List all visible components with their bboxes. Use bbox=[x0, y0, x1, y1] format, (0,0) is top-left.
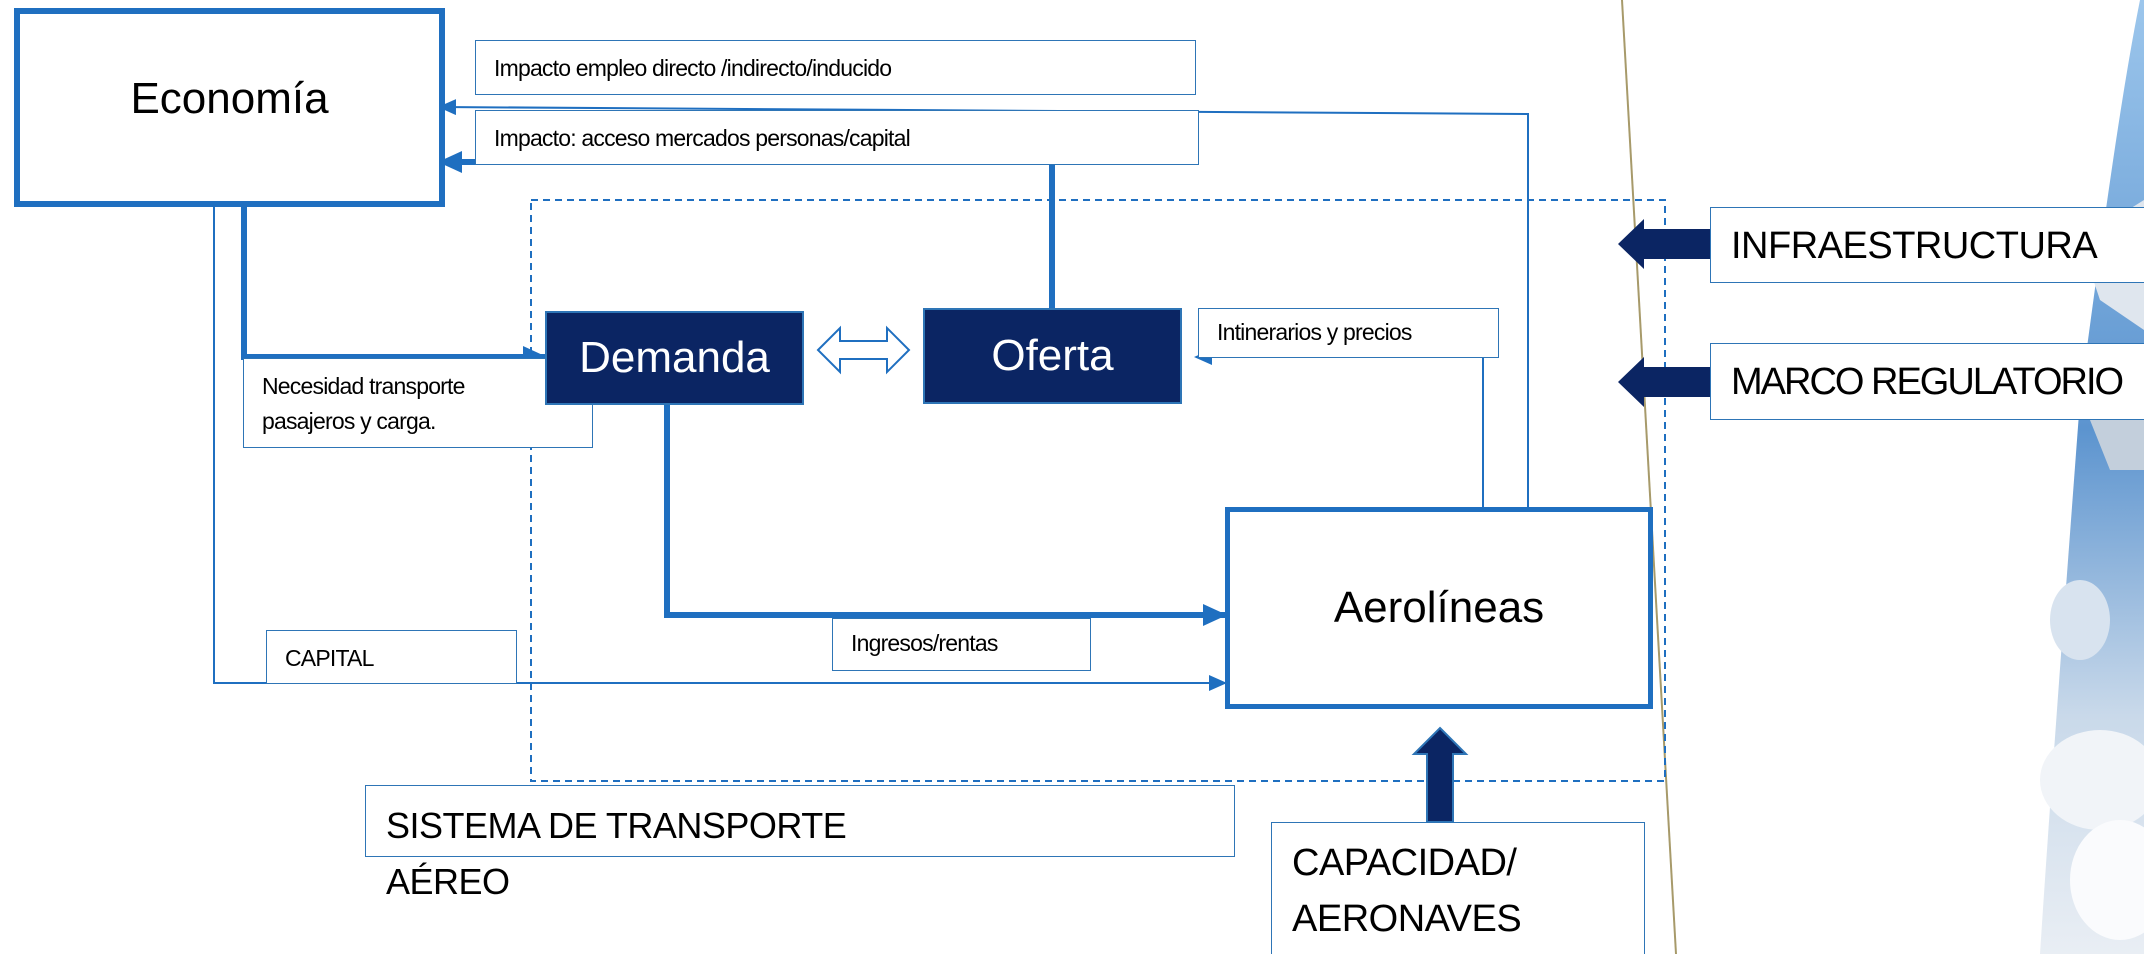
impacto-acceso-label: Impacto: acceso mercados personas/capita… bbox=[475, 110, 1199, 165]
economia-node: Economía bbox=[14, 8, 445, 207]
ingresos-text: Ingresos/rentas bbox=[851, 630, 998, 656]
sistema-label: SISTEMA DE TRANSPORTE AÉREO bbox=[365, 785, 1235, 902]
oferta-node: Oferta bbox=[923, 308, 1182, 404]
sistema-line1: SISTEMA DE TRANSPORTE bbox=[386, 805, 847, 846]
capacidad-line2: AERONAVES bbox=[1292, 898, 1522, 940]
capacidad-line1: CAPACIDAD/ bbox=[1292, 842, 1517, 884]
sistema-line2: AÉREO bbox=[386, 861, 510, 902]
demanda-title: Demanda bbox=[579, 333, 770, 382]
system-boundary bbox=[530, 199, 1666, 782]
capital-text: CAPITAL bbox=[285, 645, 374, 671]
arrow-necesidad bbox=[241, 205, 547, 368]
marco-box: MARCO REGULATORIO bbox=[1710, 343, 2144, 420]
intinerarios-text: Intinerarios y precios bbox=[1217, 319, 1412, 345]
capacidad-box: CAPACIDAD/ AERONAVES bbox=[1271, 822, 1645, 954]
demanda-node: Demanda bbox=[545, 311, 804, 405]
infraestructura-box: INFRAESTRUCTURA bbox=[1710, 207, 2144, 283]
impacto-empleo-label: Impacto empleo directo /indirecto/induci… bbox=[475, 40, 1196, 95]
impacto-empleo-text: Impacto empleo directo /indirecto/induci… bbox=[494, 55, 892, 81]
impacto-acceso-text: Impacto: acceso mercados personas/capita… bbox=[494, 125, 911, 151]
infraestructura-arrow-icon bbox=[1618, 219, 1712, 269]
aircraft-clouds-image bbox=[2040, 0, 2144, 954]
double-arrow-icon bbox=[816, 325, 911, 375]
arrow-ingresos bbox=[664, 405, 1227, 626]
oferta-title: Oferta bbox=[991, 331, 1114, 380]
aerolineas-node: Aerolíneas bbox=[1225, 507, 1653, 709]
arrow-empleo bbox=[438, 99, 1529, 510]
economia-title: Economía bbox=[130, 73, 329, 123]
arrow-capital bbox=[213, 205, 1227, 691]
divider-line bbox=[1621, 0, 1677, 954]
capacidad-arrow-icon bbox=[1411, 726, 1469, 823]
ingresos-label: Ingresos/rentas bbox=[832, 618, 1091, 671]
infraestructura-text: INFRAESTRUCTURA bbox=[1731, 225, 2098, 267]
necesidad-line2: pasajeros y carga. bbox=[262, 408, 436, 434]
arrow-intinerarios bbox=[1194, 349, 1484, 515]
marco-text: MARCO REGULATORIO bbox=[1731, 361, 2124, 403]
capital-label: CAPITAL bbox=[266, 630, 517, 684]
intinerarios-label: Intinerarios y precios bbox=[1198, 308, 1499, 358]
necesidad-label: Necesidad transporte pasajeros y carga. bbox=[243, 358, 593, 448]
marco-arrow-icon bbox=[1618, 357, 1712, 407]
aerolineas-title: Aerolíneas bbox=[1333, 583, 1545, 632]
necesidad-line1: Necesidad transporte bbox=[262, 373, 465, 399]
